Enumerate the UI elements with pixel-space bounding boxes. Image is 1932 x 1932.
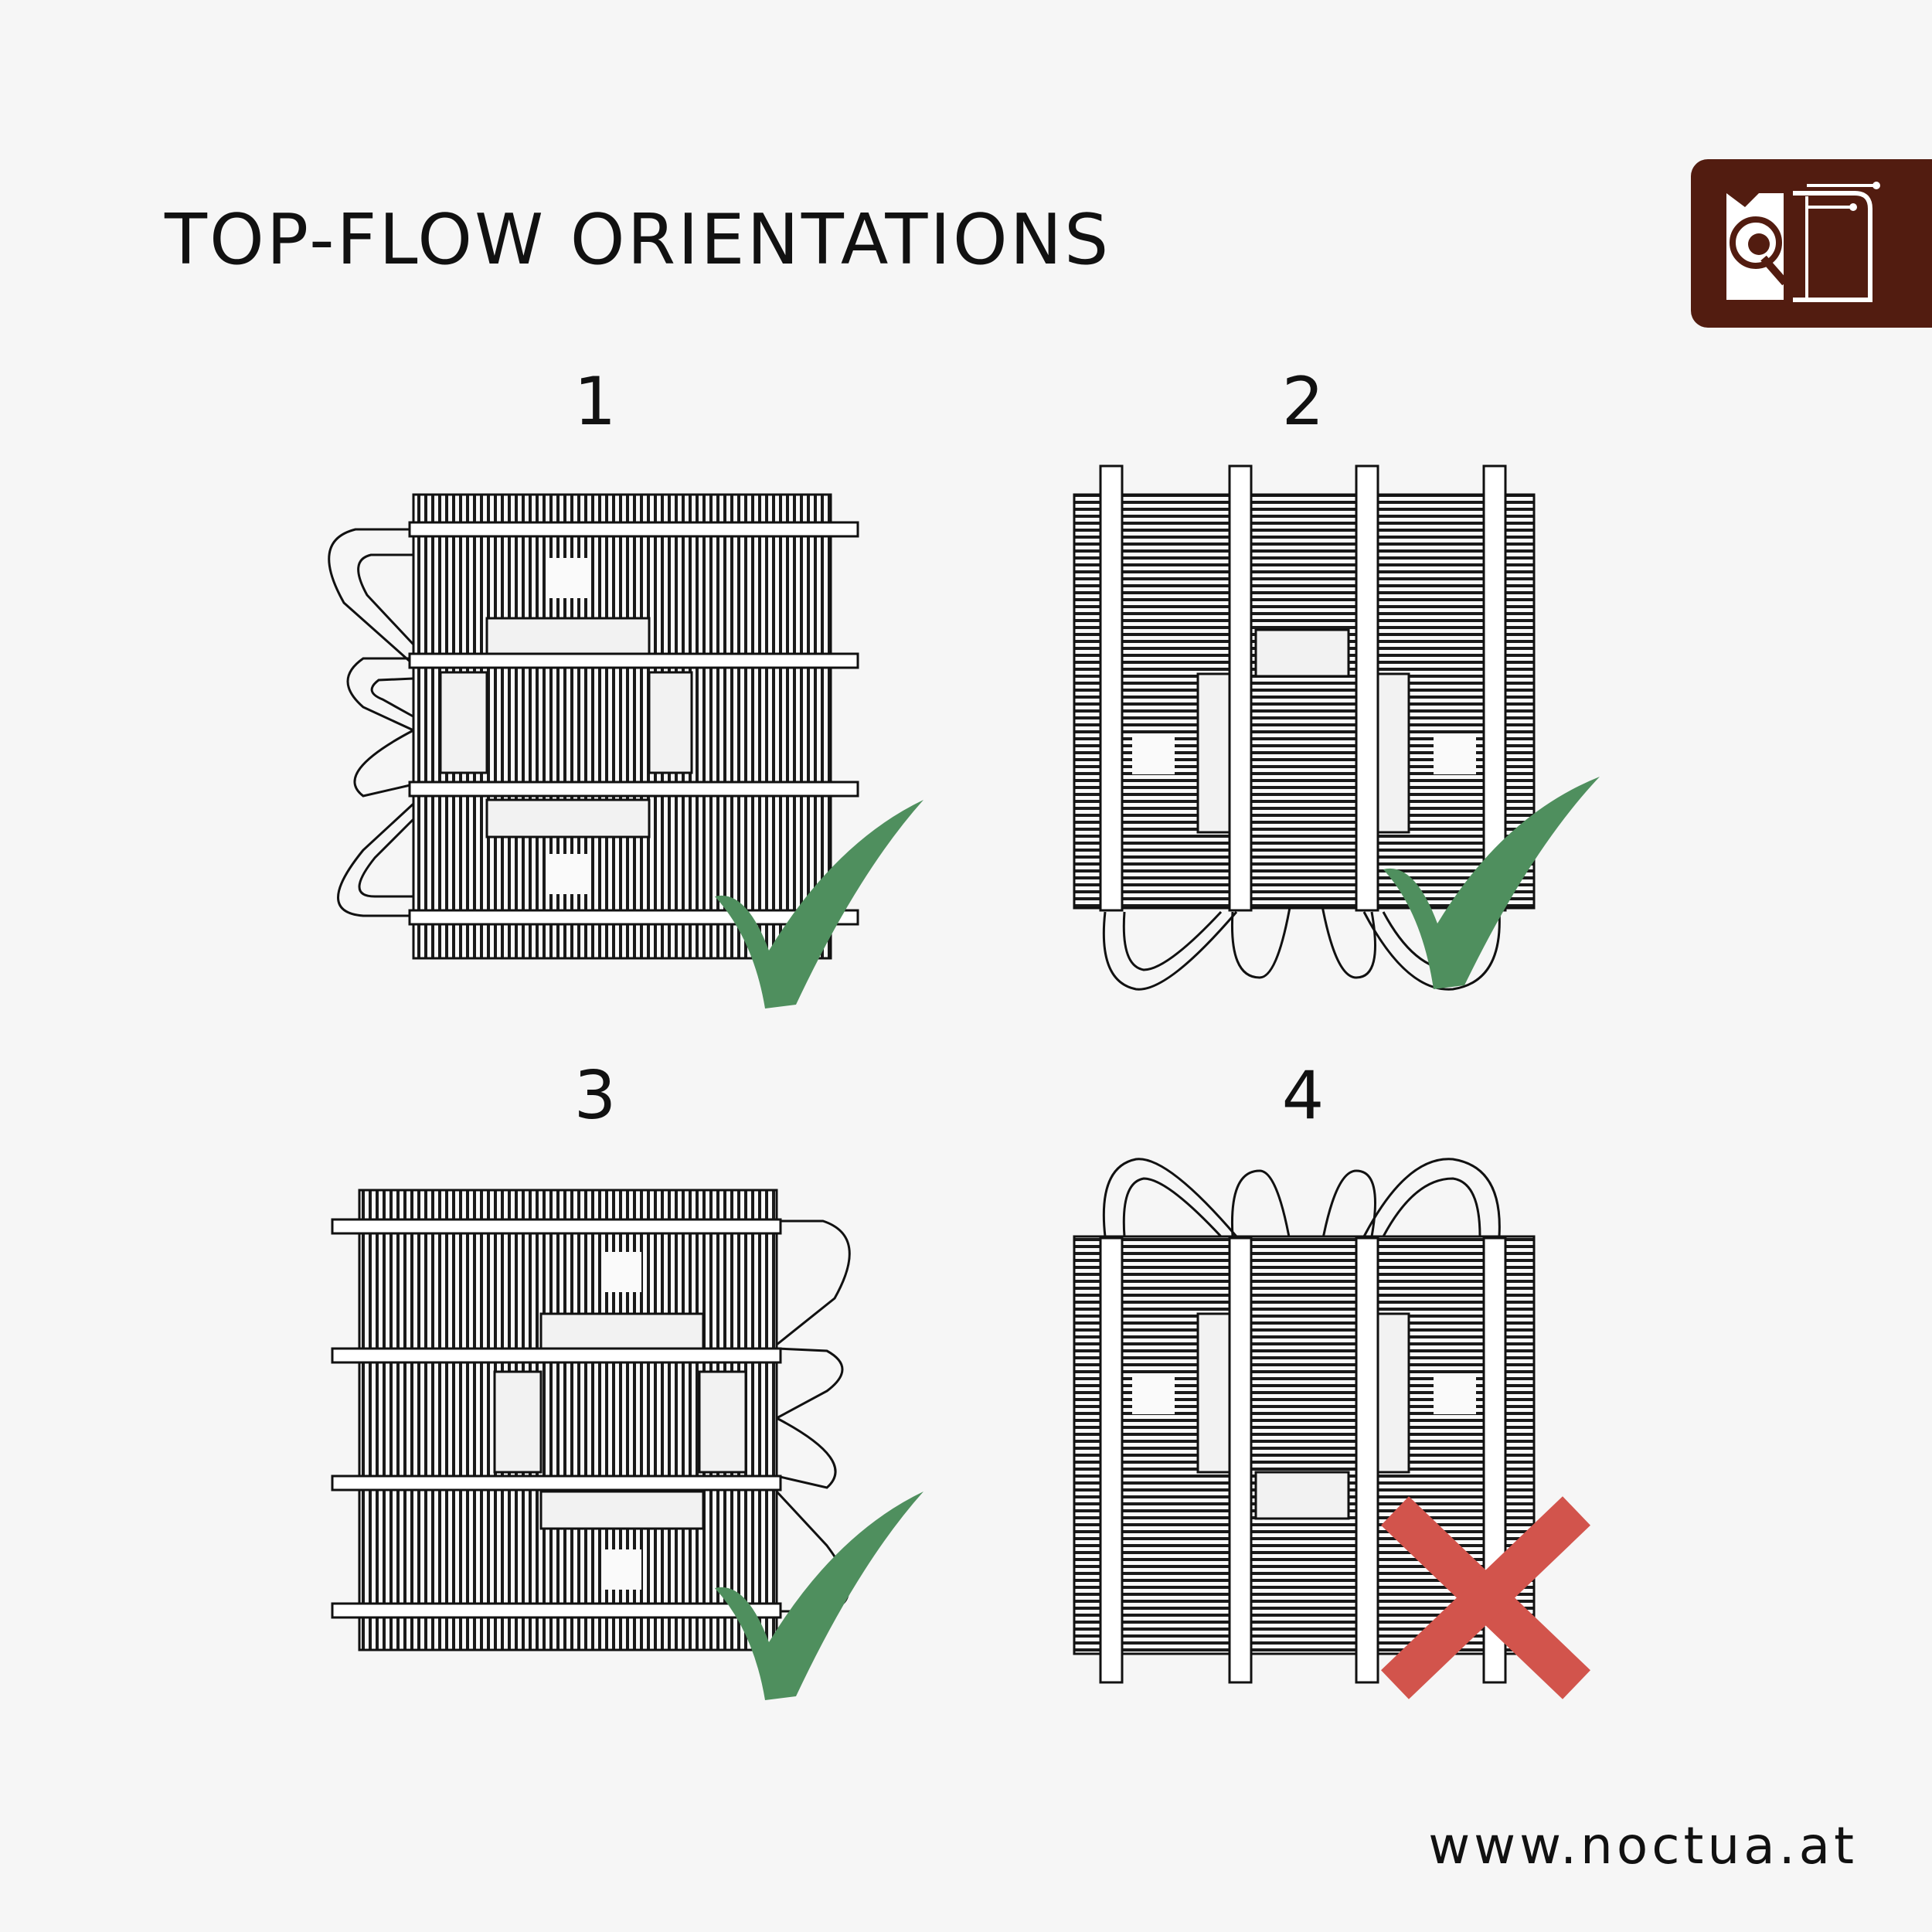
- checkmark-icon: [1383, 777, 1600, 989]
- checkmark-icon: [715, 800, 923, 1009]
- website-url[interactable]: www.noctua.at: [1428, 1816, 1858, 1876]
- cooler-3-diagram: [331, 1189, 851, 1651]
- orientation-1-label: 1: [573, 363, 617, 440]
- page-title: TOP-FLOW ORIENTATIONS: [165, 199, 1111, 281]
- cooler-2-diagram: [1073, 464, 1536, 991]
- cross-icon: [1381, 1496, 1590, 1699]
- noctua-logo: [1691, 159, 1932, 328]
- cooler-1-diagram: [328, 493, 859, 960]
- orientation-3-label: 3: [573, 1057, 617, 1134]
- noctua-owl-icon: [1726, 182, 1880, 302]
- checkmark-icon: [715, 1492, 923, 1700]
- orientation-4-label: 4: [1281, 1057, 1325, 1134]
- orientation-2-label: 2: [1281, 363, 1325, 440]
